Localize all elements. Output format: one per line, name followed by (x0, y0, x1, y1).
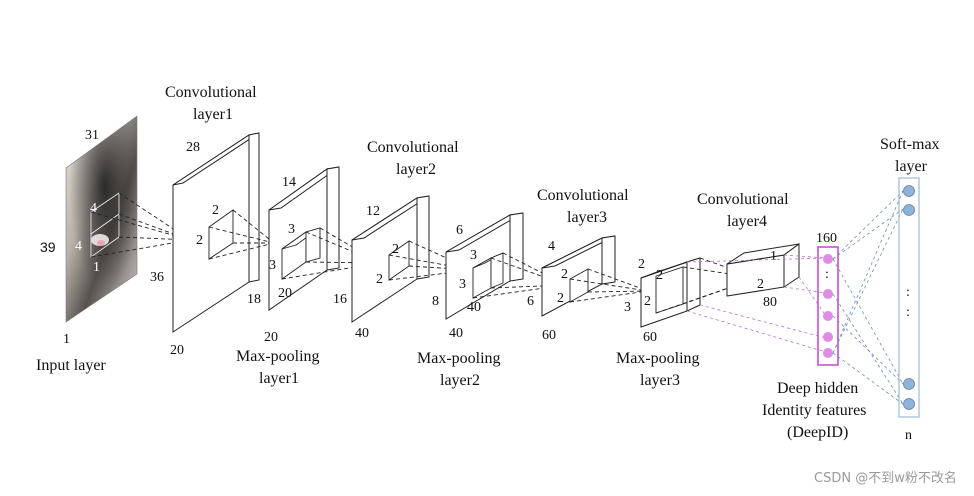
pool1-title-1: Max-pooling (236, 348, 320, 365)
conv4-kernel-b: 2 (757, 277, 764, 292)
softmax-ellipsis-2: : (906, 305, 910, 320)
input-kernel-c: 1 (93, 260, 100, 275)
conv1-title-2: layer1 (193, 106, 233, 123)
deepid-box (817, 246, 839, 366)
conv1-block (172, 132, 260, 333)
deepid-caption-2: Identity features (762, 402, 866, 419)
input-height-label: 39 (40, 239, 56, 255)
conv2-title-2: layer2 (396, 161, 436, 178)
conv2-depth: 40 (355, 326, 369, 341)
pool1-block (268, 166, 340, 311)
input-kernel-a: 4 (90, 201, 97, 216)
conv2-kernel-b: 2 (376, 272, 383, 287)
input-layer-label: Input layer (36, 357, 106, 374)
pool2-title-1: Max-pooling (417, 350, 501, 367)
deepid-caption-1: Deep hidden (777, 380, 858, 397)
softmax-node (903, 204, 915, 216)
connectors-to-deepid (686, 254, 827, 353)
deepid-caption-3: (DeepID) (787, 424, 848, 441)
pool2-block (445, 212, 524, 320)
softmax-ellipsis: : (906, 285, 910, 300)
deepid-ellipsis: : (825, 267, 829, 282)
deepid-node (823, 289, 833, 299)
conv3-depth: 60 (542, 328, 556, 343)
deepid-node (823, 254, 833, 264)
pool1-kernel-c: 20 (278, 286, 292, 301)
pool3-title-2: layer3 (640, 372, 680, 389)
pool3-kernel-a: 2 (656, 268, 663, 283)
softmax-box (898, 177, 920, 418)
pool2-title-2: layer2 (440, 372, 480, 389)
connectors-conv1-pool1 (208, 209, 275, 260)
conv2-height: 16 (333, 292, 347, 307)
pool1-depth: 20 (264, 330, 278, 345)
softmax-size: n (905, 428, 912, 443)
pool1-kernel-b: 3 (269, 258, 276, 273)
input-kernel-b: 4 (75, 239, 82, 254)
connectors-conv3-pool3 (569, 268, 649, 303)
deepid-node (823, 311, 833, 321)
conv1-kernel-a: 2 (212, 203, 219, 218)
pool3-depth: 60 (643, 330, 657, 345)
softmax-node (903, 185, 915, 197)
conv2-width: 12 (366, 204, 380, 219)
softmax-node (903, 398, 915, 410)
input-width-label: 31 (85, 128, 99, 143)
softmax-layer (898, 177, 920, 418)
pool2-height: 8 (432, 294, 439, 309)
deepid-node (823, 348, 833, 358)
conv1-height: 36 (150, 270, 164, 285)
softmax-title-1: Soft-max (880, 136, 940, 153)
input-image (65, 115, 138, 323)
conv1-width: 28 (186, 140, 200, 155)
conv1-depth: 20 (170, 343, 184, 358)
conv2-block (351, 195, 430, 323)
conv4-title-1: Convolutional (697, 191, 789, 208)
pool2-kernel-a: 3 (470, 248, 477, 263)
pool2-width: 6 (456, 223, 463, 238)
conv3-title-2: layer3 (567, 209, 607, 226)
conv3-kernel-a: 2 (561, 267, 568, 282)
connectors-deepid-softmax (832, 190, 904, 405)
conv1-title-1: Convolutional (165, 84, 257, 101)
conv3-height: 6 (527, 294, 534, 309)
conv4-kernel-a: 1 (770, 249, 777, 264)
conv2-kernel-a: 2 (392, 242, 399, 257)
pool3-height: 3 (624, 300, 631, 315)
softmax-title-2: layer (895, 158, 928, 175)
pool1-width: 14 (282, 175, 296, 190)
pool2-kernel-b: 3 (459, 277, 466, 292)
pool3-title-1: Max-pooling (616, 350, 700, 367)
deepid-node (823, 332, 833, 342)
conv3-title-1: Convolutional (537, 187, 629, 204)
conv3-kernel-b: 2 (557, 291, 564, 306)
input-depth-label: 1 (63, 332, 70, 347)
deepid-layer (817, 246, 839, 366)
watermark: CSDN @不到w粉不改名 (814, 470, 957, 486)
conv4-depth: 80 (763, 295, 777, 310)
conv2-title-1: Convolutional (367, 139, 459, 156)
deepid-size: 160 (816, 231, 837, 246)
pool1-kernel-a: 3 (288, 222, 295, 237)
conv4-block (726, 243, 800, 297)
conv4-title-2: layer4 (727, 213, 767, 230)
pool3-width: 2 (638, 257, 645, 272)
pool2-depth: 40 (449, 326, 463, 341)
conv3-block (541, 235, 616, 317)
conv1-kernel-b: 2 (196, 233, 203, 248)
pool3-kernel-b: 2 (644, 294, 651, 309)
pool2-kernel-c: 40 (467, 300, 481, 315)
conv3-width: 4 (548, 239, 555, 254)
pool1-height: 18 (247, 292, 261, 307)
softmax-node (903, 378, 915, 390)
pool1-title-2: layer1 (259, 370, 299, 387)
